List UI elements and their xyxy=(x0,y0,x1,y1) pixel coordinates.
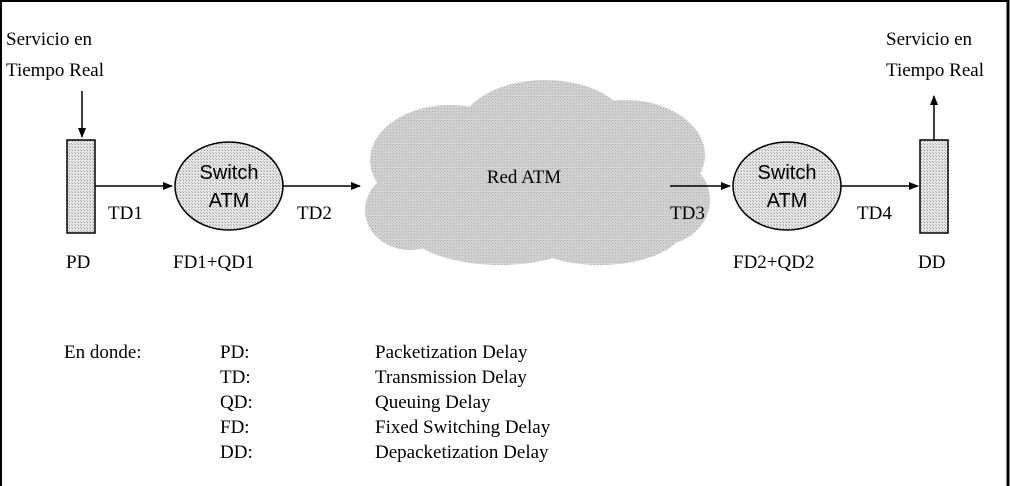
link-label-td4: TD4 xyxy=(857,203,892,224)
link-label-td2: TD2 xyxy=(297,203,332,224)
legend-desc: Depacketization Delay xyxy=(375,442,549,463)
legend-desc: Fixed Switching Delay xyxy=(375,417,551,438)
legend-desc: Transmission Delay xyxy=(375,367,527,388)
legend-abbr: FD: xyxy=(220,417,250,438)
switch1-label-line2: ATM xyxy=(209,190,250,212)
legend-desc: Queuing Delay xyxy=(375,392,491,413)
legend-abbr: DD: xyxy=(220,442,253,463)
pd-label: PD xyxy=(66,252,90,273)
source-label-line2: Tiempo Real xyxy=(6,60,104,81)
switch2-label-line1: Switch xyxy=(758,162,817,184)
dest-label-line1: Servicio en xyxy=(886,29,973,50)
dd-label: DD xyxy=(918,252,945,273)
source-label-line1: Servicio en xyxy=(6,29,93,50)
packetization-buffer xyxy=(66,139,96,234)
legend-abbr: TD: xyxy=(220,367,251,388)
switch1-delay-label: FD1+QD1 xyxy=(173,252,254,273)
legend-intro: En donde: xyxy=(64,342,142,363)
legend-abbr: PD: xyxy=(220,342,250,363)
network-label: Red ATM xyxy=(487,167,562,188)
switch2-delay-label: FD2+QD2 xyxy=(733,252,814,273)
switch1-label-line1: Switch xyxy=(200,162,259,184)
link-label-td3: TD3 xyxy=(670,203,705,224)
link-label-td1: TD1 xyxy=(108,203,143,224)
legend-abbr: QD: xyxy=(220,392,253,413)
switch2-label-line2: ATM xyxy=(767,190,808,212)
legend-desc: Packetization Delay xyxy=(375,342,528,363)
dest-label-line2: Tiempo Real xyxy=(886,60,984,81)
atm-network-cloud xyxy=(365,80,710,265)
